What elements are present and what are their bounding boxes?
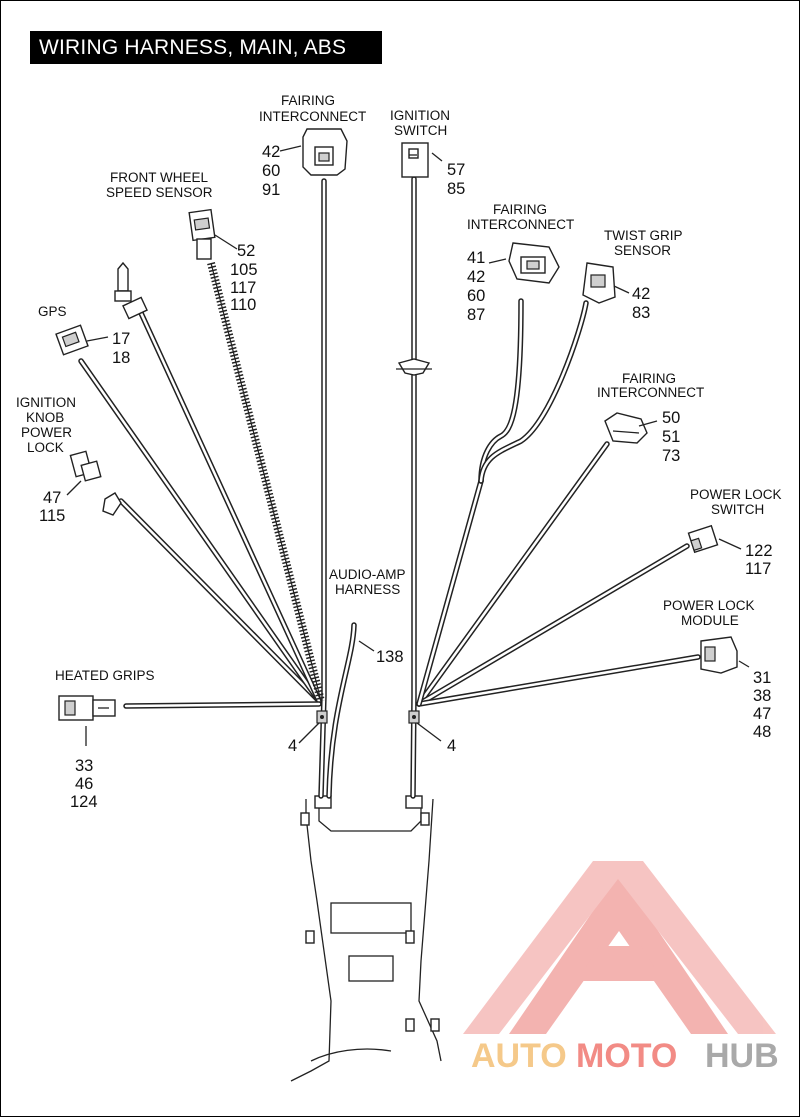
svg-text:42: 42 — [467, 268, 485, 286]
clip-right-ref: 4 — [447, 737, 456, 755]
svg-text:57: 57 — [447, 161, 465, 179]
wire-trunks — [318, 176, 417, 799]
power-lock-switch-connector — [687, 524, 742, 554]
heated-grips-label: HEATED GRIPS — [55, 668, 155, 683]
svg-text:117: 117 — [230, 279, 256, 297]
audio-amp-harness-end — [358, 640, 375, 652]
clip-left: 4 — [288, 710, 328, 755]
svg-text:42: 42 — [632, 285, 650, 303]
power-lock-module-refs: 31 38 47 48 — [753, 669, 771, 741]
fairing-interconnect-top-refs: 42 60 91 — [262, 143, 280, 199]
svg-text:110: 110 — [230, 296, 256, 314]
svg-text:122: 122 — [745, 542, 773, 560]
svg-text:117: 117 — [745, 560, 771, 578]
svg-text:31: 31 — [753, 669, 771, 687]
svg-text:47: 47 — [43, 489, 61, 507]
audio-amp-harness-label: AUDIO-AMP HARNESS — [329, 567, 409, 597]
ignition-knob-power-lock-label: IGNITION KNOB POWER LOCK — [16, 395, 80, 455]
watermark-hub: HUB — [705, 1037, 779, 1075]
diagram-title: WIRING HARNESS, MAIN, ABS — [30, 31, 382, 64]
svg-text:17: 17 — [112, 330, 130, 348]
svg-text:87: 87 — [467, 306, 485, 324]
svg-text:105: 105 — [230, 261, 258, 279]
fairing-interconnect-right-label: FAIRING INTERCONNECT — [467, 202, 574, 232]
svg-text:46: 46 — [75, 775, 93, 793]
fairing-interconnect-mid-label: FAIRING INTERCONNECT — [597, 371, 704, 400]
fairing-interconnect-mid-connector — [604, 412, 658, 444]
svg-text:33: 33 — [75, 757, 93, 775]
power-lock-switch-label: POWER LOCK SWITCH — [690, 487, 785, 517]
twist-grip-sensor-refs: 42 83 — [632, 285, 650, 322]
svg-text:50: 50 — [662, 409, 680, 427]
svg-text:85: 85 — [447, 180, 465, 198]
gps-refs: 17 18 — [112, 330, 130, 367]
harness-body — [290, 795, 442, 1082]
heated-grips-refs: 33 46 124 — [70, 757, 98, 811]
gps-label: GPS — [38, 304, 67, 319]
front-wheel-speed-sensor-label: FRONT WHEEL SPEED SENSOR — [106, 170, 213, 200]
watermark-moto: MOTO — [576, 1037, 677, 1075]
svg-text:60: 60 — [262, 162, 280, 180]
wire-right-fan — [416, 298, 701, 707]
ignition-switch-refs: 57 85 — [447, 161, 465, 198]
wire-left-fan — [78, 262, 325, 709]
svg-text:83: 83 — [632, 304, 650, 322]
power-lock-module-label: POWER LOCK MODULE — [663, 598, 758, 628]
ignition-switch-connector — [401, 142, 443, 178]
svg-text:47: 47 — [753, 705, 771, 723]
trunk-push-clip — [396, 358, 432, 376]
svg-text:124: 124 — [70, 793, 98, 811]
front-wheel-speed-sensor-connector — [188, 208, 238, 260]
svg-text:42: 42 — [262, 143, 280, 161]
fairing-interconnect-top-label: FAIRING INTERCONNECT — [259, 93, 366, 124]
power-lock-switch-refs: 122 117 — [745, 542, 773, 578]
fairing-interconnect-mid-refs: 50 51 73 — [662, 409, 680, 465]
gps-connector — [55, 324, 109, 356]
clip-right: 4 — [408, 710, 456, 755]
ignition-switch-label: IGNITION SWITCH — [390, 108, 454, 138]
power-lock-module-connector — [700, 636, 750, 674]
svg-text:52: 52 — [237, 242, 255, 260]
twist-grip-sensor-connector — [582, 262, 630, 304]
twist-grip-sensor-label: TWIST GRIP SENSOR — [604, 228, 686, 258]
ignition-knob-power-lock-connector — [66, 450, 122, 516]
svg-text:51: 51 — [662, 428, 680, 446]
svg-text:18: 18 — [112, 349, 130, 367]
front-wheel-speed-sensor-refs: 52 105 117 110 — [230, 242, 258, 314]
antenna-lead — [114, 261, 148, 320]
svg-text:38: 38 — [753, 687, 771, 705]
audio-amp-harness-ref: 138 — [376, 648, 404, 666]
svg-text:60: 60 — [467, 287, 485, 305]
fairing-interconnect-right-connector — [488, 242, 560, 284]
clip-left-ref: 4 — [288, 737, 297, 755]
watermark-text: AUTO MOTO HUB — [471, 1037, 779, 1075]
ignition-knob-power-lock-refs: 47 115 — [39, 489, 65, 525]
svg-text:48: 48 — [753, 723, 771, 741]
svg-text:73: 73 — [662, 447, 680, 465]
svg-text:115: 115 — [39, 507, 65, 525]
svg-text:41: 41 — [467, 249, 485, 267]
fairing-interconnect-right-refs: 41 42 60 87 — [467, 249, 485, 324]
watermark-logo — [463, 861, 776, 1034]
fairing-interconnect-top-connector — [279, 128, 348, 176]
svg-text:91: 91 — [262, 181, 280, 199]
heated-grips-connector — [58, 695, 116, 746]
watermark-auto: AUTO — [471, 1037, 567, 1075]
